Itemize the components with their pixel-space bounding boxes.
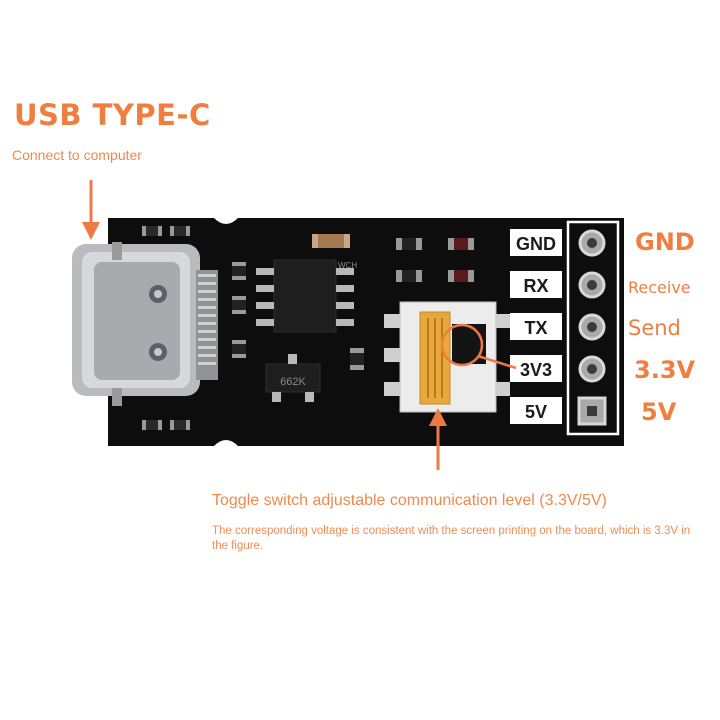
- silk-gnd: GND: [516, 234, 556, 254]
- usb-c-connector: [72, 244, 218, 396]
- header-outline: [566, 220, 620, 436]
- connect-subtitle: Connect to computer: [12, 147, 142, 163]
- callout-receive: Receive: [628, 278, 691, 297]
- callout-send: Send: [628, 316, 681, 340]
- usb-type-c-title: USB TYPE-C: [14, 98, 211, 132]
- sop8-chip: WCH: [256, 259, 357, 333]
- silk-rx: RX: [523, 276, 548, 296]
- silk-5v: 5V: [525, 402, 547, 422]
- callout-5v: 5V: [641, 398, 677, 426]
- pointer-line: [477, 354, 517, 370]
- callout-gnd: GND: [635, 228, 695, 256]
- switch-arrow-icon: [429, 408, 447, 470]
- smd-components: [112, 226, 474, 430]
- ic-marking: WCH: [338, 261, 357, 270]
- pin-holes: [577, 229, 607, 426]
- silk-3v3: 3V3: [520, 360, 552, 380]
- toggle-caption: Toggle switch adjustable communication l…: [212, 492, 607, 509]
- highlight-circle: [440, 323, 484, 367]
- callout-3v3: 3.3V: [634, 356, 696, 384]
- sot23-regulator: 662K: [265, 354, 321, 402]
- chip-marking: 662K: [280, 376, 306, 388]
- voltage-note: The corresponding voltage is consistent …: [212, 525, 691, 552]
- usb-arrow-icon: [82, 180, 100, 240]
- silkscreen-boxes: [510, 229, 562, 424]
- silk-tx: TX: [524, 318, 547, 338]
